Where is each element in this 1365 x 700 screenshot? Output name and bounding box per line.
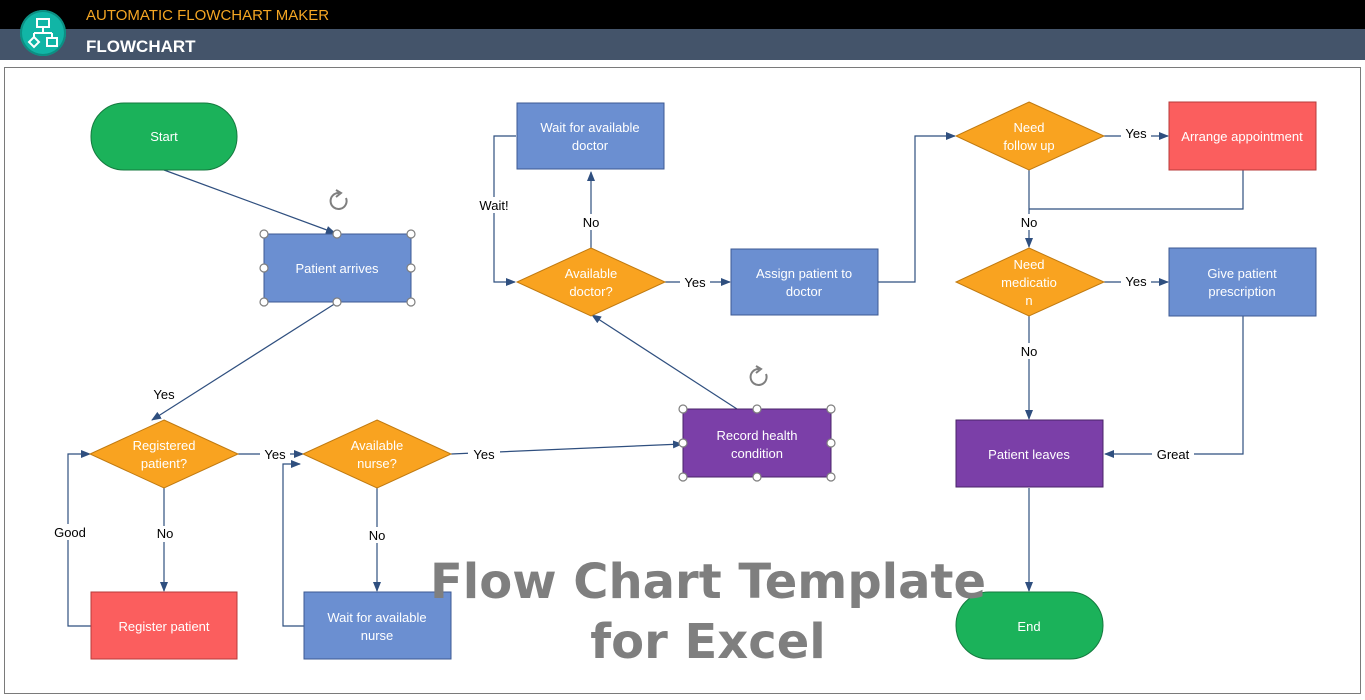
node-wait-doctor-label-1: Wait for available (540, 120, 639, 135)
label-yes-medication: Yes (1125, 274, 1147, 289)
node-prescription-label-2: prescription (1208, 284, 1275, 299)
title-bar (0, 0, 1365, 29)
node-end-label: End (1017, 619, 1040, 634)
node-give-prescription[interactable]: Give patient prescription (1168, 247, 1317, 317)
edge-prescription-great (1104, 316, 1244, 458)
edge-start-to-arrives (163, 169, 336, 234)
node-end[interactable]: End (955, 591, 1104, 660)
label-yes-nurse: Yes (473, 447, 495, 462)
node-registered-label-2: patient? (141, 456, 187, 471)
edge-wait-nurse-loop (282, 460, 304, 627)
node-wait-doctor[interactable]: Wait for available doctor (516, 102, 665, 170)
selection-handles-record-health[interactable] (678, 404, 836, 482)
node-assign-doctor-label-2: doctor (786, 284, 823, 299)
node-patient-leaves-label: Patient leaves (988, 447, 1070, 462)
node-prescription-label-1: Give patient (1207, 266, 1277, 281)
watermark-line-2: for Excel (590, 614, 825, 670)
node-arrange-appointment[interactable]: Arrange appointment (1168, 101, 1317, 171)
node-registered-patient[interactable]: Registered patient? (88, 419, 240, 489)
label-no-doctor: No (583, 215, 600, 230)
node-wait-nurse-label-1: Wait for available (327, 610, 426, 625)
node-assign-doctor[interactable]: Assign patient to doctor (730, 248, 879, 316)
edge-arrives-to-registered (151, 302, 337, 421)
node-arrange-label: Arrange appointment (1181, 129, 1303, 144)
node-wait-nurse-label-2: nurse (361, 628, 394, 643)
app-title: AUTOMATIC FLOWCHART MAKER (86, 7, 330, 24)
watermark-line-1: Flow Chart Template (430, 554, 986, 610)
node-start[interactable]: Start (90, 102, 238, 171)
edge-assign-to-follow (878, 132, 956, 283)
connectors (67, 132, 1244, 627)
node-register-patient[interactable]: Register patient (90, 591, 238, 660)
label-no-medication: No (1021, 344, 1038, 359)
node-medication-label-3: n (1025, 293, 1032, 308)
label-good: Good (54, 525, 86, 540)
page-title: FLOWCHART (86, 37, 196, 56)
label-wait: Wait! (479, 198, 508, 213)
node-patient-arrives[interactable]: Patient arrives (263, 233, 412, 303)
node-start-label: Start (150, 129, 178, 144)
label-yes-registered: Yes (264, 447, 286, 462)
node-medication-label-1: Need (1013, 257, 1044, 272)
node-available-nurse-label-2: nurse? (357, 456, 397, 471)
node-record-health[interactable]: Record health condition (682, 408, 832, 478)
edge-arrange-return (1029, 170, 1244, 210)
edge-record-to-doctor (591, 314, 738, 410)
node-available-doctor[interactable]: Available doctor? (515, 247, 667, 317)
node-available-nurse-label-1: Available (351, 438, 404, 453)
label-yes-follow: Yes (1125, 126, 1147, 141)
label-great: Great (1157, 447, 1190, 462)
node-need-follow-up[interactable]: Need follow up (954, 101, 1106, 171)
node-follow-up-label-2: follow up (1003, 138, 1054, 153)
node-record-health-label-1: Record health (717, 428, 798, 443)
node-patient-leaves[interactable]: Patient leaves (955, 419, 1104, 488)
sub-title-bar (0, 29, 1365, 60)
node-available-doctor-label-1: Available (565, 266, 618, 281)
node-registered-label-1: Registered (133, 438, 196, 453)
node-medication-label-2: medicatio (1001, 275, 1057, 290)
node-follow-up-label-1: Need (1013, 120, 1044, 135)
node-available-nurse[interactable]: Available nurse? (301, 419, 453, 489)
node-available-doctor-label-2: doctor? (569, 284, 612, 299)
rotate-handle-icon[interactable] (749, 365, 768, 386)
edge-labels: Yes Yes No Good Yes No Yes No Wait! Yes … (50, 126, 1194, 543)
node-assign-doctor-label-1: Assign patient to (756, 266, 852, 281)
flowchart-canvas (4, 67, 1361, 694)
node-need-medication[interactable]: Need medicatio n (954, 247, 1106, 317)
label-yes-arrives: Yes (153, 387, 175, 402)
label-no-follow: No (1021, 215, 1038, 230)
label-yes-doctor: Yes (684, 275, 706, 290)
node-patient-arrives-label: Patient arrives (295, 261, 379, 276)
flowchart-icon (20, 10, 66, 56)
node-wait-doctor-label-2: doctor (572, 138, 609, 153)
label-no-registered: No (157, 526, 174, 541)
rotate-handle-icon[interactable] (329, 189, 348, 210)
label-no-nurse: No (369, 528, 386, 543)
selection-handles-patient-arrives[interactable] (259, 229, 416, 307)
node-record-health-label-2: condition (731, 446, 783, 461)
node-wait-nurse[interactable]: Wait for available nurse (303, 591, 452, 660)
node-register-patient-label: Register patient (118, 619, 209, 634)
